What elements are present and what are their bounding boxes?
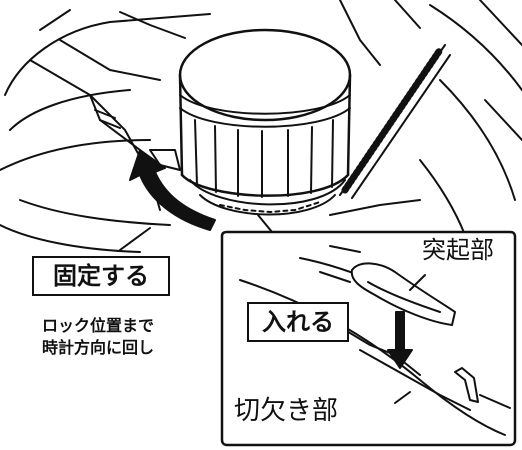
spring <box>339 44 451 199</box>
mower-body <box>0 0 522 253</box>
detail-inset <box>220 214 517 447</box>
instruction-line-1: ロック位置まで <box>42 316 155 335</box>
protrusion-label: 突起部 <box>422 236 494 264</box>
rotation-arrow <box>129 149 216 231</box>
insert-label: 入れる <box>247 302 349 342</box>
instruction-line-2: 時計方向に回し <box>42 338 155 357</box>
latch-detail <box>239 245 511 436</box>
filter-cap <box>178 28 352 216</box>
notch-label: 切欠き部 <box>234 396 339 426</box>
fix-pointer <box>119 227 151 251</box>
fix-label: 固定する <box>32 256 170 296</box>
